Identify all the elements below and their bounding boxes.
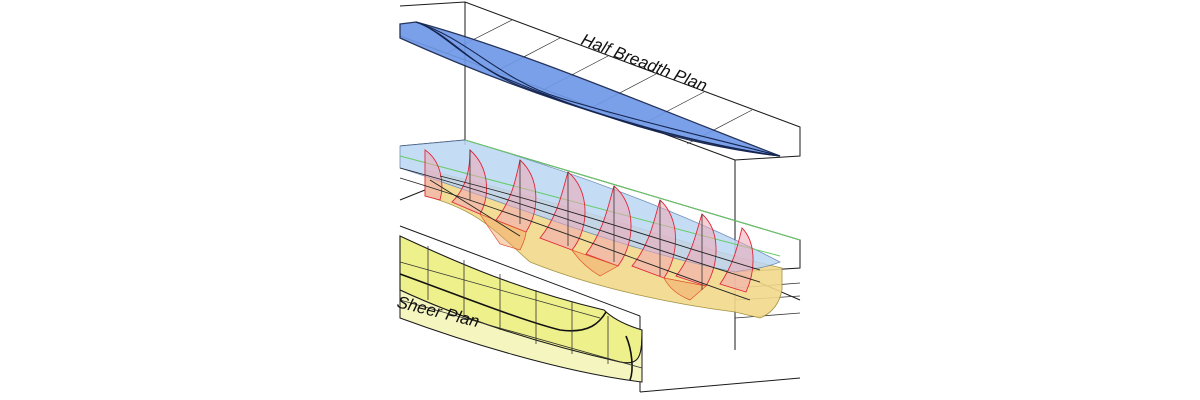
sheer-box-base <box>639 377 801 393</box>
sheer-line <box>399 273 607 332</box>
body-plan-lower-sections <box>479 213 707 301</box>
sheer-grid <box>399 246 643 369</box>
hull-guide-2 <box>734 312 801 319</box>
hull-buttock-lines <box>399 167 761 301</box>
hull-green-lines <box>399 139 801 257</box>
hull-station-lines <box>469 150 703 290</box>
sheer-plan: Sheer Plan <box>395 225 801 393</box>
sheer-box-top <box>399 225 641 317</box>
hull-box-left <box>399 189 426 201</box>
half-breadth-box-top <box>399 1 801 161</box>
sheer-stem <box>625 335 633 381</box>
body-plan-hull <box>399 139 801 350</box>
half-breadth-waterlines <box>415 21 781 157</box>
